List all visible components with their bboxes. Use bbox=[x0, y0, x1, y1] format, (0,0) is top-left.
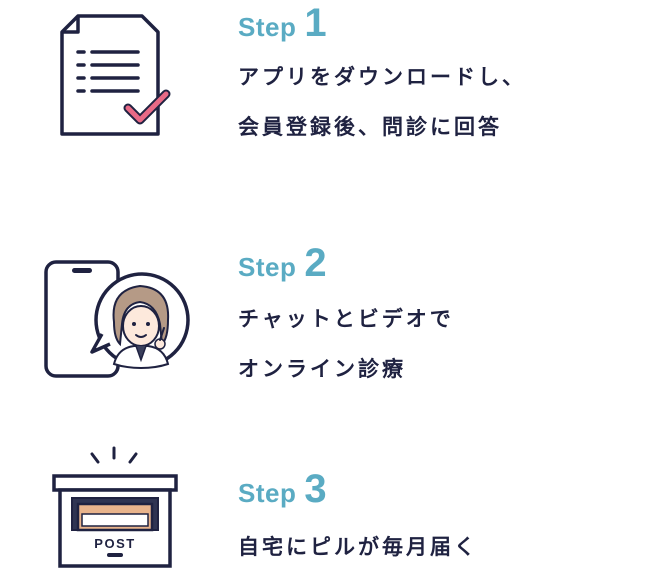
step-3-label: Step 3 bbox=[238, 467, 327, 511]
step-3: POST Step 3 自宅にピルが毎月届く bbox=[0, 430, 670, 570]
step-1-line-1: アプリをダウンロードし、 bbox=[238, 65, 526, 89]
postbox-parcel-icon: POST bbox=[52, 444, 180, 570]
step-1-label: Step 1 bbox=[238, 1, 327, 45]
step-2: Step 2 チャットとビデオで オンライン診療 bbox=[0, 230, 670, 400]
step-1: Step 1 アプリをダウンロードし、 会員登録後、問診に回答 bbox=[0, 0, 670, 170]
step-2-description: チャットとビデオで オンライン診療 bbox=[238, 294, 454, 394]
smartphone-doctor-chat-icon bbox=[44, 260, 194, 380]
step-number: 2 bbox=[304, 241, 327, 285]
postbox-label: POST bbox=[94, 536, 135, 551]
step-3-description: 自宅にピルが毎月届く bbox=[238, 522, 478, 570]
step-1-description: アプリをダウンロードし、 会員登録後、問診に回答 bbox=[238, 52, 526, 152]
step-3-line-1: 自宅にピルが毎月届く bbox=[238, 535, 478, 559]
step-2-line-2: オンライン診療 bbox=[238, 357, 406, 381]
step-number: 1 bbox=[304, 1, 327, 45]
step-word: Step bbox=[238, 12, 297, 42]
step-2-label: Step 2 bbox=[238, 241, 327, 285]
document-check-icon bbox=[58, 12, 178, 142]
step-2-line-1: チャットとビデオで bbox=[238, 307, 454, 331]
step-word: Step bbox=[238, 478, 297, 508]
step-number: 3 bbox=[304, 467, 327, 511]
step-1-line-2: 会員登録後、問診に回答 bbox=[238, 115, 502, 139]
step-word: Step bbox=[238, 252, 297, 282]
